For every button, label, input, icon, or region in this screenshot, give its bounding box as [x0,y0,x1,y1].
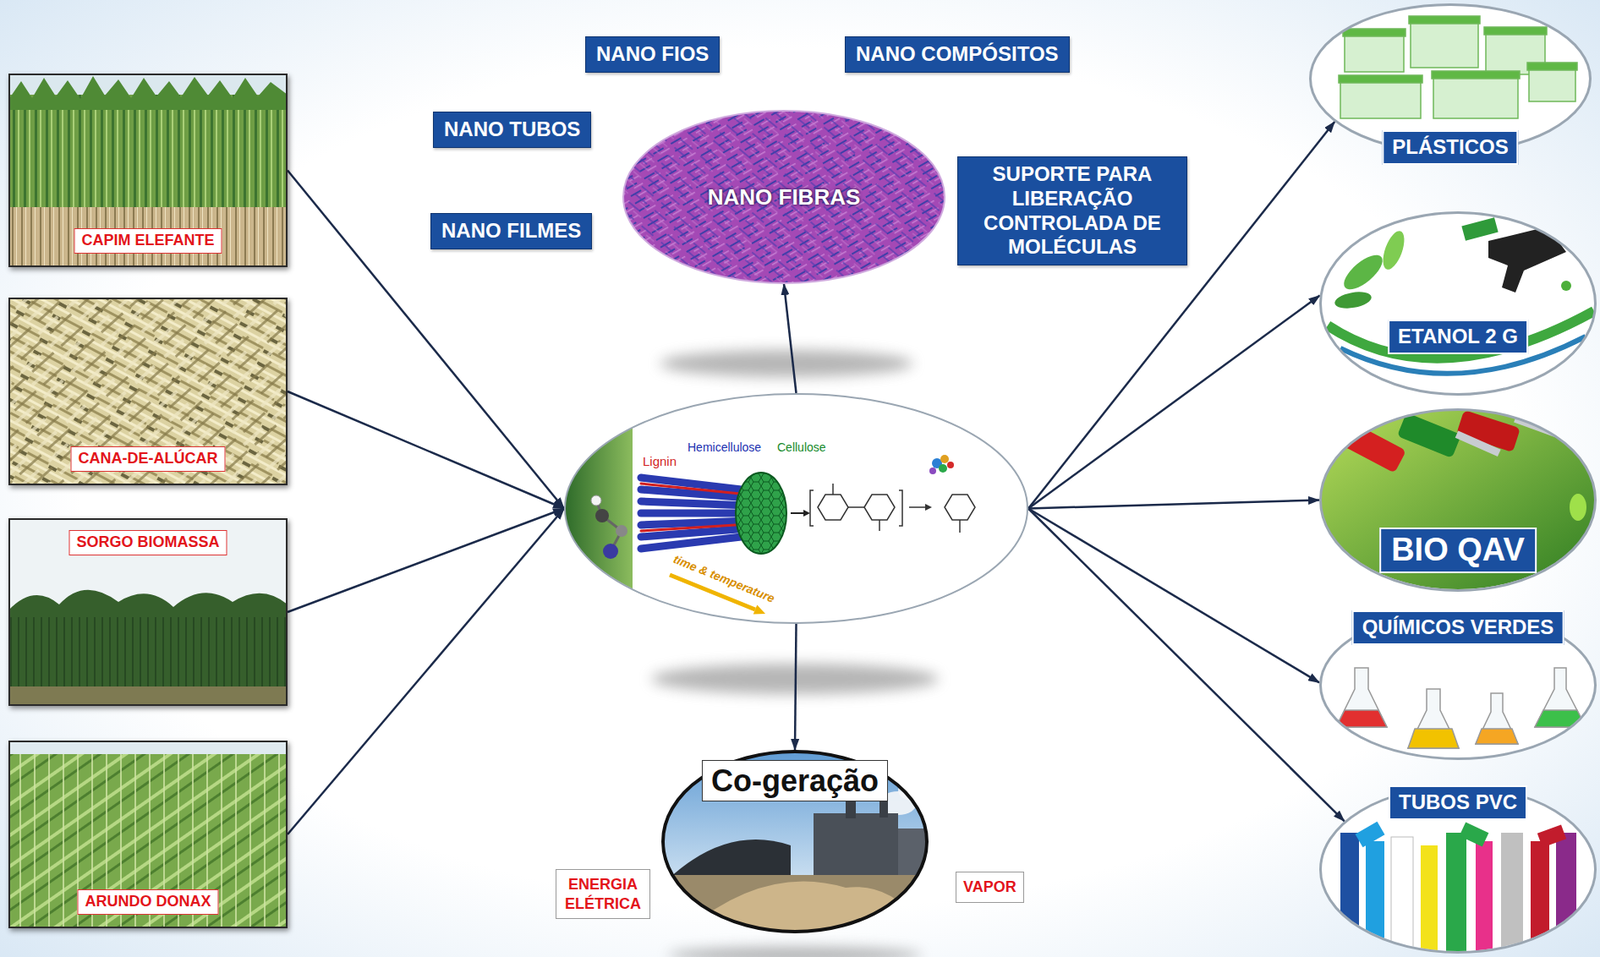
node-text: ENERGIA ELÉTRICA [556,870,650,919]
product-ellipse: QUÍMICOS VERDES [1319,610,1597,761]
output-box: VAPOR [955,871,1025,904]
connector-arrow [287,391,565,510]
product-ellipse: PLÁSTICOS [1309,3,1592,154]
connector-arrow [1028,509,1320,684]
ellipse-outline [564,393,1029,625]
connector-arrow [287,509,565,836]
ethanol-photo [1320,213,1595,395]
node-text: NANO FIBRAS [707,184,861,211]
node-text: QUÍMICOS VERDES [1352,610,1565,646]
biomass-ellipse: Lignin Hemicellulose Cellulose time & tempe… [564,393,1029,625]
node-text: CANA-DE-ALÚCAR [71,446,226,472]
node-text: PLÁSTICOS [1381,130,1518,165]
ellipse-border [623,110,945,284]
node-text: VAPOR [956,872,1024,903]
node-text: Co-geração [701,760,888,802]
sorghum-photo [8,518,288,707]
photo-frame: CANA-DE-ALÚCAR [8,297,288,486]
blue-box: NANO TUBOS [432,111,592,148]
node-text: time & temperature [671,552,778,606]
connector-arrow [794,624,797,751]
connector-arrow [1028,295,1321,510]
photo-frame: ARUNDO DONAX [8,740,288,929]
nanofiber-ellipse: NANO FIBRAS [622,109,946,285]
cogeneration-ellipse: Co-geração [661,750,929,934]
connector-arrow [287,509,565,614]
ellipse-border [1320,410,1596,592]
sugarcane-bagasse-photo [8,297,288,486]
connector-arrow [1028,509,1345,822]
node-text: TUBOS PVC [1388,785,1528,821]
blue-box: NANO COMPÓSITOS [844,36,1070,73]
lignocellulose-illustration [564,394,1027,626]
node-text: SUPORTE PARA LIBERAÇÃO CONTROLADA DE MOL… [958,157,1187,265]
jet-fuel-photo [1320,410,1595,590]
blue-box: SUPORTE PARA LIBERAÇÃO CONTROLADA DE MOL… [957,156,1188,266]
node-text: Cellulose [777,440,827,455]
output-box: ENERGIA ELÉTRICA [555,869,651,920]
blue-box: NANO FILMES [430,213,592,250]
connector-arrow [1028,500,1320,510]
node-text: NANO TUBOS [433,112,591,148]
product-ellipse: BIO QAV [1319,408,1597,592]
node-text: ARUNDO DONAX [76,889,219,916]
arundo-photo [8,740,288,929]
node-text: BIO QAV [1379,527,1537,574]
node-text: NANO COMPÓSITOS [845,37,1069,72]
blue-box: NANO FIOS [585,36,720,73]
product-ellipse: ETANOL 2 G [1319,211,1597,396]
connector-arrow [783,284,797,394]
node-text: NANO FIOS [586,37,719,72]
node-text: CAPIM ELEFANTE [73,228,222,254]
ellipse-border [564,394,1028,624]
ellipse-border [1320,213,1596,395]
photo-frame: SORGO BIOMASSA [8,518,288,707]
node-text: ETANOL 2 G [1387,319,1529,355]
ellipse-outline [1319,211,1597,396]
cogeneration-photo [661,750,931,939]
elephant-grass-photo [8,73,288,268]
node-text: Lignin [642,454,677,470]
node-text: SORGO BIOMASSA [68,530,227,556]
node-text: Hemicellulose [687,440,762,455]
product-ellipse: TUBOS PVC [1319,785,1597,954]
ellipse-border [663,751,927,932]
photo-frame: CAPIM ELEFANTE [8,73,288,268]
node-text: NANO FILMES [431,213,592,249]
nanofiber-micrograph [623,110,945,284]
